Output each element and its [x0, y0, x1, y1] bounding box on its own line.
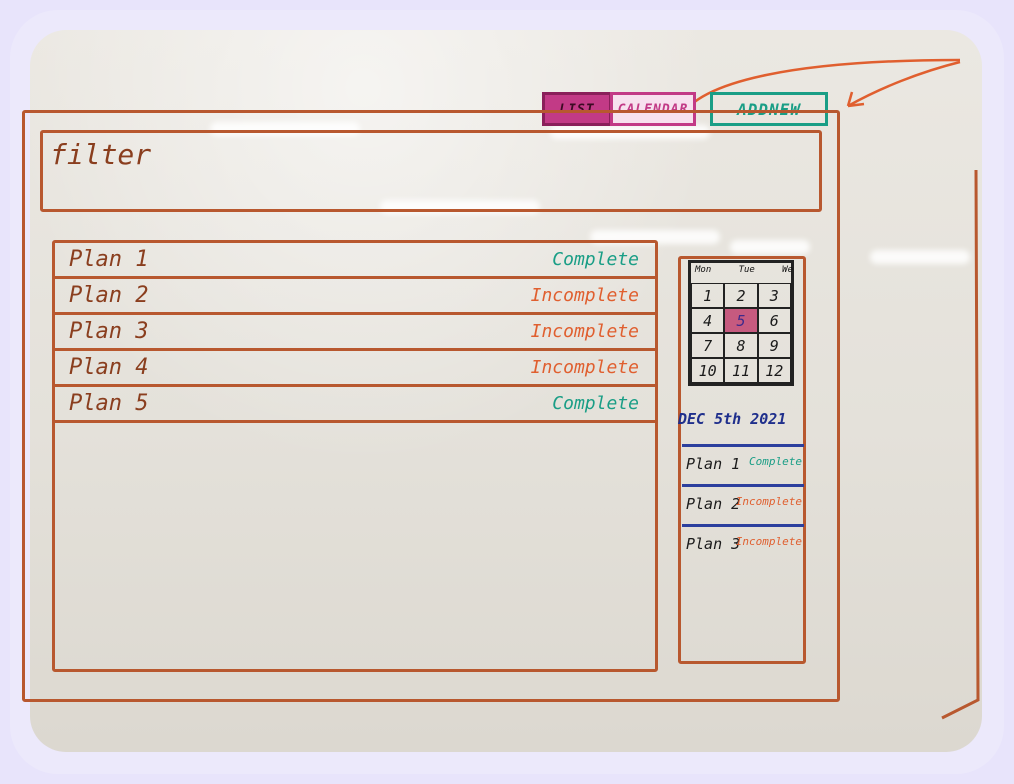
plan-row[interactable]: Plan 4 Incomplete	[55, 351, 655, 387]
calendar-day[interactable]: 4	[691, 308, 725, 333]
calendar-day[interactable]: 7	[691, 333, 725, 358]
calendar-panel	[678, 256, 806, 664]
calendar-day[interactable]: 8	[724, 333, 758, 358]
day-plan-status: Incomplete	[735, 495, 802, 508]
plan-name: Plan 3	[69, 319, 149, 344]
day-plan-row[interactable]: Plan 2 Incomplete	[682, 484, 804, 518]
plan-name: Plan 1	[69, 247, 149, 272]
filter-box[interactable]	[40, 130, 822, 212]
calendar-day[interactable]: 6	[757, 308, 791, 333]
weekday-header: Mon Tue We	[695, 265, 793, 275]
day-plan-name: Plan 2	[686, 495, 741, 513]
calendar-day[interactable]: 12	[757, 358, 791, 383]
plan-row[interactable]: Plan 1 Complete	[55, 243, 655, 279]
calendar-day[interactable]: 10	[691, 358, 725, 383]
weekday-label: We	[782, 265, 793, 275]
plan-row[interactable]: Plan 5 Complete	[55, 387, 655, 423]
calendar-day[interactable]: 3	[757, 283, 791, 308]
plan-name: Plan 5	[69, 391, 149, 416]
day-plan-name: Plan 3	[686, 535, 741, 553]
plan-status: Incomplete	[530, 321, 639, 342]
filter-label: filter	[50, 138, 152, 171]
plan-status: Incomplete	[530, 285, 639, 306]
plan-status: Complete	[552, 249, 639, 270]
main-panel	[22, 110, 840, 702]
calendar-day[interactable]: 9	[757, 333, 791, 358]
day-plan-status: Complete	[749, 455, 802, 468]
plan-status: Incomplete	[530, 357, 639, 378]
weekday-label: Tue	[738, 265, 755, 275]
plan-list: Plan 1 Complete Plan 2 Incomplete Plan 3…	[52, 240, 658, 672]
light-glare	[870, 250, 970, 264]
plan-row[interactable]: Plan 2 Incomplete	[55, 279, 655, 315]
light-glare	[730, 240, 810, 254]
day-plan-row[interactable]: Plan 1 Complete	[682, 444, 804, 478]
calendar-day-selected[interactable]: 5	[724, 308, 758, 333]
plan-name: Plan 2	[69, 283, 149, 308]
plan-status: Complete	[552, 393, 639, 414]
plan-name: Plan 4	[69, 355, 149, 380]
calendar-day[interactable]: 1	[691, 283, 725, 308]
day-plan-row[interactable]: Plan 3 Incomplete	[682, 524, 804, 558]
weekday-label: Mon	[695, 265, 712, 275]
add-new-button[interactable]: ADDNEW	[710, 92, 828, 126]
whiteboard	[30, 30, 982, 752]
day-plan-name: Plan 1	[686, 455, 741, 473]
selected-date-label: DEC 5th 2021	[678, 410, 787, 428]
calendar-day[interactable]: 2	[724, 283, 758, 308]
calendar-grid: Mon Tue We 1 2 3 4 5 6 7 8 9 10 11 12	[688, 260, 794, 386]
day-plan-status: Incomplete	[735, 535, 802, 548]
plan-row[interactable]: Plan 3 Incomplete	[55, 315, 655, 351]
calendar-day[interactable]: 11	[724, 358, 758, 383]
